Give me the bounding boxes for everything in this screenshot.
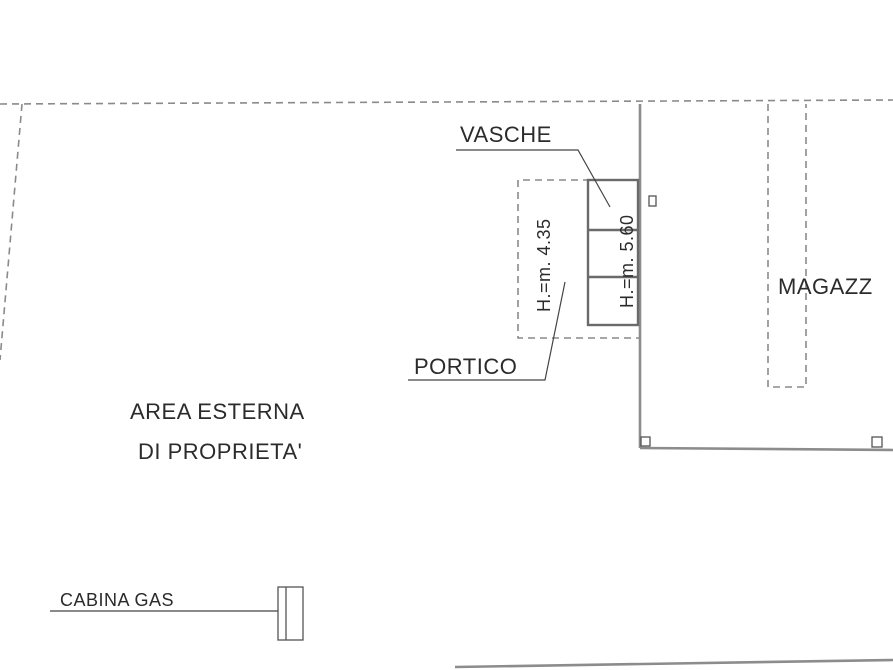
pillar-right	[871, 436, 883, 448]
area-label-line2: DI PROPRIETA'	[138, 439, 302, 464]
gas-cabin	[277, 586, 304, 641]
portico-outline	[517, 179, 640, 339]
wall-mark	[648, 195, 657, 207]
vasche-label: VASCHE	[460, 122, 552, 147]
area-label-line1: AREA ESTERNA	[130, 399, 305, 424]
tanks-outline	[586, 178, 640, 327]
property-boundary-top	[0, 99, 893, 105]
portico-height-label: H.=m. 4.35	[534, 218, 554, 312]
pillar-left	[640, 436, 651, 447]
vasche-height-label: H.=m. 5.60	[617, 214, 637, 308]
cabina-gas-label: CABINA GAS	[60, 590, 174, 610]
portico-label: PORTICO	[414, 354, 517, 379]
storage-dashed-outline	[767, 104, 807, 388]
vasche-leader	[456, 149, 611, 208]
magazzino-label: MAGAZZ	[778, 274, 873, 299]
property-boundary-left	[0, 103, 23, 361]
portico-leader	[408, 281, 566, 381]
bottom-wall	[454, 658, 893, 669]
building-wall-bottom	[639, 446, 893, 452]
